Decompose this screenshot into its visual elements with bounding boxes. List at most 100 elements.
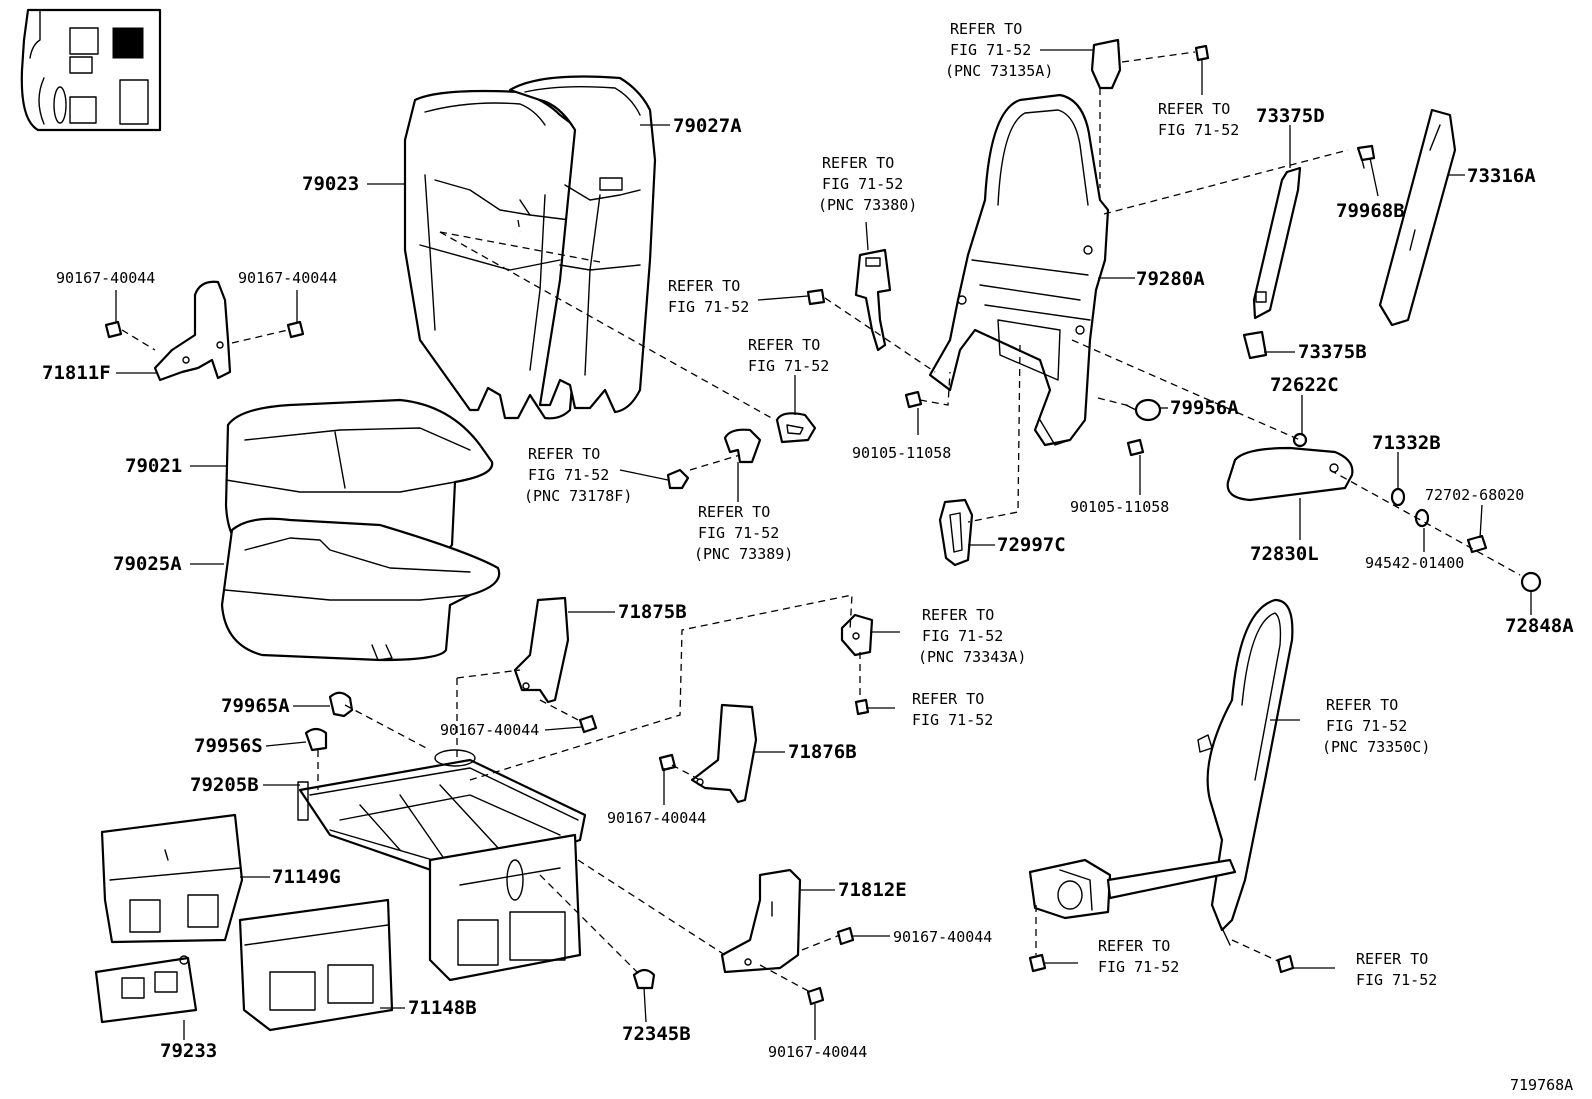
svg-text:(PNC 73389): (PNC 73389) — [694, 545, 793, 563]
svg-text:REFER TO: REFER TO — [748, 336, 820, 354]
label-71148B: 71148B — [408, 997, 477, 1019]
svg-text:REFER TO: REFER TO — [1158, 100, 1230, 118]
seat-back-pad-79027A — [508, 75, 657, 414]
cap-72848A — [1520, 571, 1542, 593]
cover-71812E — [720, 868, 802, 974]
refer-73178F: REFER TO FIG 71-52 (PNC 73178F) — [524, 445, 632, 505]
label-79025A: 79025A — [113, 553, 182, 575]
label-79956S: 79956S — [194, 735, 263, 757]
svg-text:REFER TO: REFER TO — [1326, 696, 1398, 714]
bracket-71876B — [690, 703, 758, 804]
svg-text:(PNC 73380): (PNC 73380) — [818, 196, 917, 214]
refer-top-bolt: REFER TO FIG 71-52 — [1158, 100, 1239, 139]
svg-text:FIG 71-52: FIG 71-52 — [1158, 121, 1239, 139]
label-73375D: 73375D — [1256, 105, 1325, 127]
label-79021: 79021 — [125, 455, 182, 477]
label-90167-40044-d: 90167-40044 — [607, 809, 706, 827]
label-72702-68020: 72702-68020 — [1425, 486, 1524, 504]
bolt-73343A — [854, 698, 870, 716]
bolt-top-right — [1194, 44, 1210, 62]
label-90167-40044-f: 90167-40044 — [768, 1043, 867, 1061]
refer-73343A: REFER TO FIG 71-52 (PNC 73343A) — [918, 606, 1026, 666]
svg-text:REFER TO: REFER TO — [1356, 950, 1428, 968]
washer-71332B — [1390, 487, 1406, 507]
svg-text:REFER TO: REFER TO — [1098, 937, 1170, 955]
label-79027A: 79027A — [673, 115, 742, 137]
headrest-cover-73135A — [1090, 38, 1122, 90]
svg-text:(PNC 73343A): (PNC 73343A) — [918, 648, 1026, 666]
seat-back-frame-79280A — [928, 93, 1110, 447]
refer-belt-anchor: REFER TO FIG 71-52 — [1356, 950, 1437, 989]
bolt-71812E-right — [836, 926, 855, 946]
clip-79965A — [328, 691, 354, 718]
bracket-79233 — [94, 955, 198, 1024]
svg-text:REFER TO: REFER TO — [912, 690, 984, 708]
anchor-bracket-73343A — [840, 613, 874, 657]
label-72830L: 72830L — [1250, 543, 1319, 565]
svg-text:FIG 71-52: FIG 71-52 — [950, 41, 1031, 59]
bolt-71812E-bottom — [806, 986, 825, 1006]
label-79023: 79023 — [302, 173, 359, 195]
svg-text:FIG 71-52: FIG 71-52 — [698, 524, 779, 542]
bolt-71811F-right — [286, 320, 305, 339]
svg-text:FIG 71-52: FIG 71-52 — [748, 357, 829, 375]
label-94542-01400: 94542-01400 — [1365, 554, 1464, 572]
svg-text:REFER TO: REFER TO — [668, 277, 740, 295]
bracket-71875B — [513, 596, 570, 704]
svg-text:REFER TO: REFER TO — [922, 606, 994, 624]
leader-lines — [115, 49, 1532, 1040]
seat-belt-buckle — [854, 248, 892, 352]
bolt-90105-11058-right — [1126, 438, 1145, 457]
label-79968B: 79968B — [1336, 200, 1405, 222]
cap-79956A — [1125, 398, 1162, 422]
svg-text:REFER TO: REFER TO — [950, 20, 1022, 38]
label-72345B: 72345B — [622, 1023, 691, 1045]
label-79965A: 79965A — [221, 695, 290, 717]
refer-73350C: REFER TO FIG 71-52 (PNC 73350C) — [1322, 696, 1430, 756]
bolt-buckle — [806, 288, 826, 306]
refer-retractor-bolt: REFER TO FIG 71-52 — [1098, 937, 1179, 976]
clip-79968B — [1356, 144, 1376, 169]
label-79233: 79233 — [160, 1040, 217, 1062]
label-90167-40044-e: 90167-40044 — [893, 928, 992, 946]
refer-guide-cover: REFER TO FIG 71-52 — [748, 336, 829, 375]
svg-text:(PNC 73178F): (PNC 73178F) — [524, 487, 632, 505]
svg-text:FIG 71-52: FIG 71-52 — [922, 627, 1003, 645]
seat-back-cover-79023 — [403, 89, 587, 420]
svg-text:FIG 71-52: FIG 71-52 — [668, 298, 749, 316]
clip-79956S — [304, 727, 328, 752]
label-90105-11058-a: 90105-11058 — [852, 444, 951, 462]
label-71876B: 71876B — [788, 741, 857, 763]
armrest-72830L — [1226, 446, 1354, 502]
refer-callouts: REFER TO FIG 71-52 (PNC 73135A) REFER TO… — [524, 20, 1437, 989]
svg-text:FIG 71-52: FIG 71-52 — [912, 711, 993, 729]
label-90167-40044-a: 90167-40044 — [56, 269, 155, 287]
label-73375B: 73375B — [1298, 341, 1367, 363]
seat-cushion-pad-79025A — [220, 517, 501, 662]
belt-guide-73389 — [723, 428, 762, 464]
label-79956A: 79956A — [1170, 397, 1239, 419]
svg-text:FIG 71-52: FIG 71-52 — [528, 466, 609, 484]
svg-text:REFER TO: REFER TO — [528, 445, 600, 463]
label-90167-40044-b: 90167-40044 — [238, 269, 337, 287]
label-90105-11058-b: 90105-11058 — [1070, 498, 1169, 516]
label-71811F: 71811F — [42, 362, 111, 384]
seat-belt-assembly-73350C — [1028, 598, 1294, 946]
label-71332B: 71332B — [1372, 432, 1441, 454]
svg-text:FIG 71-52: FIG 71-52 — [1098, 958, 1179, 976]
vehicle-locator-inset — [20, 8, 162, 132]
bolt-71876B — [658, 753, 677, 772]
front-panel-71148B — [238, 898, 394, 1032]
nut-72622C — [1292, 432, 1308, 448]
svg-text:FIG 71-52: FIG 71-52 — [1356, 971, 1437, 989]
label-71812E: 71812E — [838, 879, 907, 901]
bolt-71811F-left — [104, 320, 123, 339]
cap-73178F — [666, 468, 690, 490]
refer-anchor-bolt: REFER TO FIG 71-52 — [912, 690, 993, 729]
label-71875B: 71875B — [618, 601, 687, 623]
label-72622C: 72622C — [1270, 374, 1339, 396]
bolt-belt-retractor — [1028, 953, 1047, 973]
svg-text:FIG 71-52: FIG 71-52 — [1326, 717, 1407, 735]
label-73316A: 73316A — [1467, 165, 1536, 187]
label-72848A: 72848A — [1505, 615, 1574, 637]
